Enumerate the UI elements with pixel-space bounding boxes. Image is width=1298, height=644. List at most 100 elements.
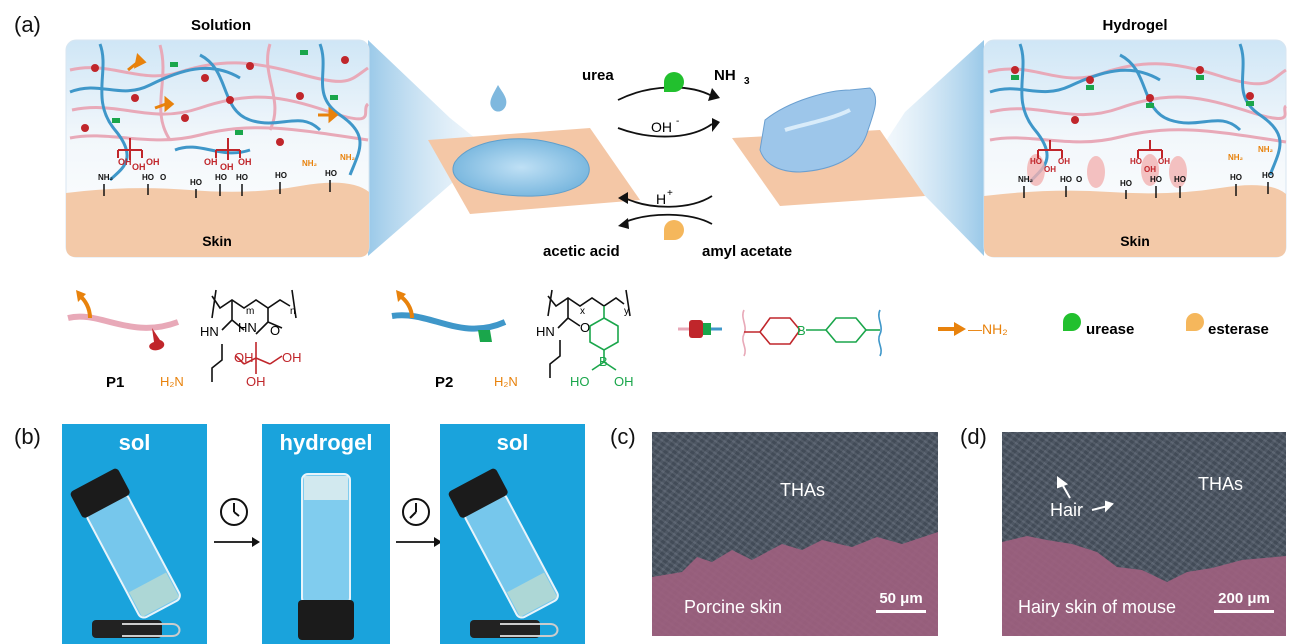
sem-image-porcine: THAs Porcine skin 50 μm: [652, 432, 938, 636]
clock-icon-1: [220, 498, 248, 526]
boronate-ester-structure: [742, 309, 882, 357]
boronate-bond-icon: [678, 320, 722, 338]
sol-oh-4: OH: [204, 157, 218, 167]
sem-d-skin-label: Hairy skin of mouse: [1018, 597, 1177, 617]
sem-image-mouse: THAs Hair Hairy skin of mouse 200 μm: [1002, 432, 1286, 636]
svg-text:HO: HO: [215, 173, 227, 182]
sol-oh-1: OH: [118, 157, 132, 167]
p2-boron: B: [599, 354, 608, 369]
p1-oxygen: O: [270, 323, 280, 338]
esterase-legend-label: esterase: [1208, 321, 1269, 338]
clock-arrow-2: [396, 498, 442, 547]
forward-condition: OH: [651, 119, 672, 135]
hydrogel-title: Hydrogel: [1102, 17, 1167, 34]
p1-h2n: H₂N: [160, 374, 184, 389]
amine-arrow-icon: [938, 322, 966, 336]
mouse-skin-region: [1002, 536, 1286, 636]
svg-text:O: O: [160, 173, 166, 182]
upright-vial: [298, 473, 354, 640]
svg-text:HO: HO: [275, 171, 287, 180]
svg-text:HO: HO: [1150, 175, 1162, 184]
reverse-product: acetic acid: [543, 243, 620, 260]
sem-d-hair-label: Hair: [1050, 500, 1084, 520]
panel-label-d: (d): [960, 424, 987, 449]
photo-hydrogel: hydrogel: [262, 424, 390, 644]
sem-d-thas-label: THAs: [1198, 474, 1243, 494]
p2-oxygen: O: [580, 320, 590, 335]
ester-boron: B: [797, 323, 806, 338]
p2-ribbon-icon: [391, 290, 507, 342]
svg-text:HO: HO: [1262, 171, 1274, 180]
p1-structure: [211, 289, 297, 382]
p1-ribbon-icon: [67, 290, 180, 351]
urease-legend-label: urease: [1086, 321, 1134, 338]
svg-text:HO: HO: [236, 173, 248, 182]
left-beam: [368, 40, 490, 256]
p2-y: y: [624, 306, 629, 317]
clock-icon-2: [402, 498, 430, 526]
svg-text:NH₂: NH₂: [1258, 145, 1274, 154]
forward-product: NH: [714, 67, 736, 84]
panel-label-a: (a): [14, 12, 41, 37]
svg-text:NH₂: NH₂: [1228, 153, 1244, 162]
forward-reactant: urea: [582, 67, 614, 84]
p1-structure-red: [235, 342, 283, 374]
p2-x: x: [580, 306, 585, 317]
hair-arrows: [1057, 476, 1114, 513]
p2-h2n: H₂N: [494, 374, 518, 389]
svg-text:NH₂: NH₂: [340, 153, 356, 162]
forward-product-subscript: 3: [744, 76, 750, 87]
svg-text:NH₂: NH₂: [1018, 175, 1034, 184]
left-skin-label: Skin: [202, 233, 232, 249]
urease-legend-icon: [1063, 313, 1081, 331]
svg-text:HO: HO: [1120, 179, 1132, 188]
svg-text:NH₂: NH₂: [98, 173, 114, 182]
photo-sol-2: sol: [440, 424, 585, 644]
svg-text:HO: HO: [1060, 175, 1072, 184]
sol-oh-2: OH: [132, 162, 146, 172]
p1-oh-3: OH: [246, 374, 266, 389]
skin-with-gel: [732, 87, 925, 206]
tilted-vial-1: [70, 468, 181, 638]
p2-structure-green: [589, 306, 619, 371]
sem-c-skin-label: Porcine skin: [684, 597, 783, 617]
svg-text:OH: OH: [1058, 157, 1070, 166]
reverse-reaction-arrow: [624, 195, 713, 225]
panel-label-c: (c): [610, 424, 636, 449]
p1-n: n: [290, 306, 296, 317]
right-skin-label: Skin: [1120, 233, 1150, 249]
p2-ho: HO: [570, 374, 590, 389]
p1-label: P1: [106, 374, 124, 391]
p1-m: m: [246, 306, 254, 317]
amine-legend-label: —NH₂: [968, 321, 1008, 337]
reverse-reactant: amyl acetate: [702, 243, 792, 260]
right-beam: [880, 40, 984, 256]
sol-oh-5: OH: [220, 162, 234, 172]
svg-text:HO: HO: [325, 169, 337, 178]
esterase-legend-icon: [1186, 313, 1204, 331]
svg-text:HO: HO: [1130, 157, 1142, 166]
clock-arrow-1: [214, 498, 260, 547]
scale-bar-d: 200 μm: [1214, 590, 1274, 613]
p1-oh-1: OH: [234, 350, 254, 365]
svg-text:HO: HO: [1030, 157, 1042, 166]
solution-title: Solution: [191, 17, 251, 34]
sem-c-thas-label: THAs: [780, 480, 825, 500]
scale-bar-c-label: 50 μm: [879, 590, 923, 607]
photo-sol-1-title: sol: [118, 430, 151, 455]
p2-structure: [547, 289, 631, 378]
porcine-skin-region: [652, 532, 938, 636]
p1-hn-2: HN: [238, 320, 257, 335]
p1-oh-2: OH: [282, 350, 302, 365]
photo-sol-2-title: sol: [496, 430, 529, 455]
forward-condition-superscript: -: [676, 116, 679, 127]
sol-oh-6: OH: [238, 157, 252, 167]
scale-bar-d-label: 200 μm: [1218, 590, 1270, 607]
svg-text:NH₂: NH₂: [302, 159, 318, 168]
svg-text:HO: HO: [1174, 175, 1186, 184]
p2-label: P2: [435, 374, 453, 391]
svg-text:HO: HO: [1230, 173, 1242, 182]
svg-text:HO: HO: [190, 178, 202, 187]
